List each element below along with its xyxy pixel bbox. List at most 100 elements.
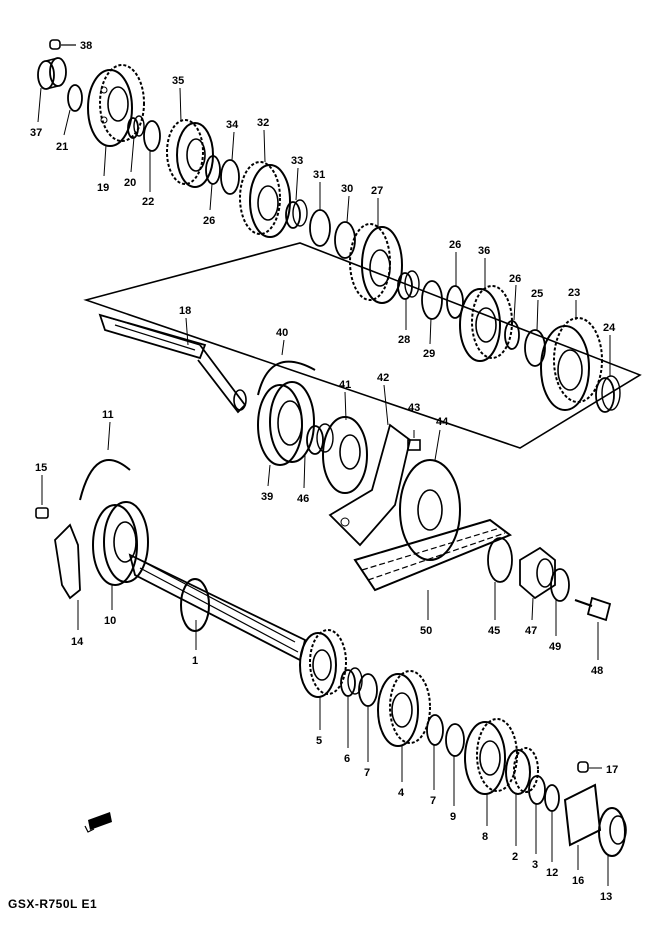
label-34: 34 bbox=[226, 119, 239, 131]
label-9: 9 bbox=[450, 811, 456, 823]
label-43: 43 bbox=[408, 402, 420, 414]
label-38: 38 bbox=[80, 40, 92, 52]
label-49: 49 bbox=[549, 641, 561, 653]
part-18-countershaft bbox=[98, 313, 247, 414]
part-8-gear bbox=[464, 718, 518, 826]
part-36-gear bbox=[459, 258, 513, 362]
label-42: 42 bbox=[377, 372, 389, 384]
label-5: 5 bbox=[316, 735, 322, 747]
part-38-pin bbox=[49, 39, 76, 50]
part-7-washer-b bbox=[426, 714, 444, 790]
part-41-seal bbox=[322, 391, 368, 494]
label-29: 29 bbox=[423, 348, 435, 360]
label-41: 41 bbox=[339, 379, 351, 391]
countershaft-box-outline bbox=[83, 242, 642, 449]
label-26c: 26 bbox=[509, 273, 521, 285]
part-50-chain bbox=[353, 518, 513, 620]
part-40-circlip bbox=[257, 339, 316, 396]
front-arrow-mark bbox=[84, 812, 112, 833]
label-19: 19 bbox=[97, 182, 109, 194]
label-17: 17 bbox=[606, 764, 618, 776]
label-46: 46 bbox=[297, 493, 309, 505]
part-32-gear bbox=[239, 129, 291, 238]
label-15: 15 bbox=[35, 462, 47, 474]
part-23-gear bbox=[540, 300, 603, 411]
part-11-circlip bbox=[79, 421, 131, 501]
label-20: 20 bbox=[124, 177, 136, 189]
part-10-bearing bbox=[92, 501, 149, 610]
part-14-retainer bbox=[54, 523, 81, 630]
part-35-gear bbox=[166, 87, 214, 188]
part-5-gear bbox=[299, 629, 347, 730]
label-35: 35 bbox=[172, 75, 184, 87]
part-24-washer bbox=[595, 335, 621, 413]
label-6: 6 bbox=[344, 753, 350, 765]
label-11: 11 bbox=[102, 409, 114, 421]
part-16-sleeve bbox=[563, 783, 602, 870]
part-46-collar bbox=[303, 423, 334, 489]
label-31: 31 bbox=[313, 169, 325, 181]
part-26-circlip-c bbox=[504, 284, 520, 350]
label-44: 44 bbox=[436, 416, 449, 428]
label-47: 47 bbox=[525, 625, 537, 637]
label-32: 32 bbox=[257, 117, 269, 129]
part-47-nut bbox=[519, 546, 556, 621]
part-49-washer bbox=[550, 568, 570, 636]
label-40: 40 bbox=[276, 327, 288, 339]
part-12-circlip bbox=[544, 784, 560, 862]
model-caption: GSX-R750L E1 bbox=[8, 897, 98, 911]
label-8: 8 bbox=[482, 831, 488, 843]
part-3-washer bbox=[528, 775, 546, 854]
part-44-sprocket bbox=[399, 429, 461, 561]
label-22: 22 bbox=[142, 196, 154, 208]
label-12: 12 bbox=[546, 867, 558, 879]
part-43-bolt bbox=[407, 430, 421, 451]
label-23: 23 bbox=[568, 287, 580, 299]
label-4: 4 bbox=[398, 787, 405, 799]
part-27-gear bbox=[349, 198, 403, 304]
label-2: 2 bbox=[512, 851, 518, 863]
label-25: 25 bbox=[531, 288, 543, 300]
label-7a: 7 bbox=[364, 767, 370, 779]
label-1: 1 bbox=[192, 655, 198, 667]
label-28: 28 bbox=[398, 334, 410, 346]
label-45: 45 bbox=[488, 625, 500, 637]
part-13-seal bbox=[598, 807, 627, 886]
part-39-bearing bbox=[257, 381, 315, 487]
label-26a: 26 bbox=[203, 215, 215, 227]
part-34-washer bbox=[220, 131, 240, 195]
part-25-washer bbox=[524, 299, 546, 367]
label-13: 13 bbox=[600, 891, 612, 903]
label-27: 27 bbox=[371, 185, 383, 197]
label-39: 39 bbox=[261, 491, 273, 503]
part-21-washer bbox=[63, 84, 83, 136]
part-15-screw bbox=[35, 475, 49, 519]
part-7-washer-a bbox=[358, 673, 378, 762]
label-50: 50 bbox=[420, 625, 432, 637]
label-37: 37 bbox=[30, 127, 42, 139]
part-48-bolt bbox=[574, 596, 612, 660]
part-17-pin bbox=[577, 761, 602, 773]
label-30: 30 bbox=[341, 183, 353, 195]
part-6-bushing bbox=[340, 667, 363, 748]
part-4-gear bbox=[377, 670, 431, 782]
part-22-washer bbox=[143, 120, 161, 192]
label-26b: 26 bbox=[449, 239, 461, 251]
label-16: 16 bbox=[572, 875, 584, 887]
part-31-washer bbox=[309, 182, 331, 247]
label-48: 48 bbox=[591, 665, 603, 677]
label-36: 36 bbox=[478, 245, 490, 257]
label-33: 33 bbox=[291, 155, 303, 167]
part-2-gear bbox=[505, 747, 539, 846]
label-14: 14 bbox=[71, 636, 84, 648]
part-26-circlip-a bbox=[205, 155, 221, 211]
label-24: 24 bbox=[603, 322, 616, 334]
label-7b: 7 bbox=[430, 795, 436, 807]
part-19-gear bbox=[87, 64, 145, 177]
part-28-bushing bbox=[397, 270, 420, 330]
label-21: 21 bbox=[56, 141, 68, 153]
label-18: 18 bbox=[179, 305, 191, 317]
part-33-bushing bbox=[285, 167, 308, 229]
part-20-bushing bbox=[127, 115, 145, 173]
